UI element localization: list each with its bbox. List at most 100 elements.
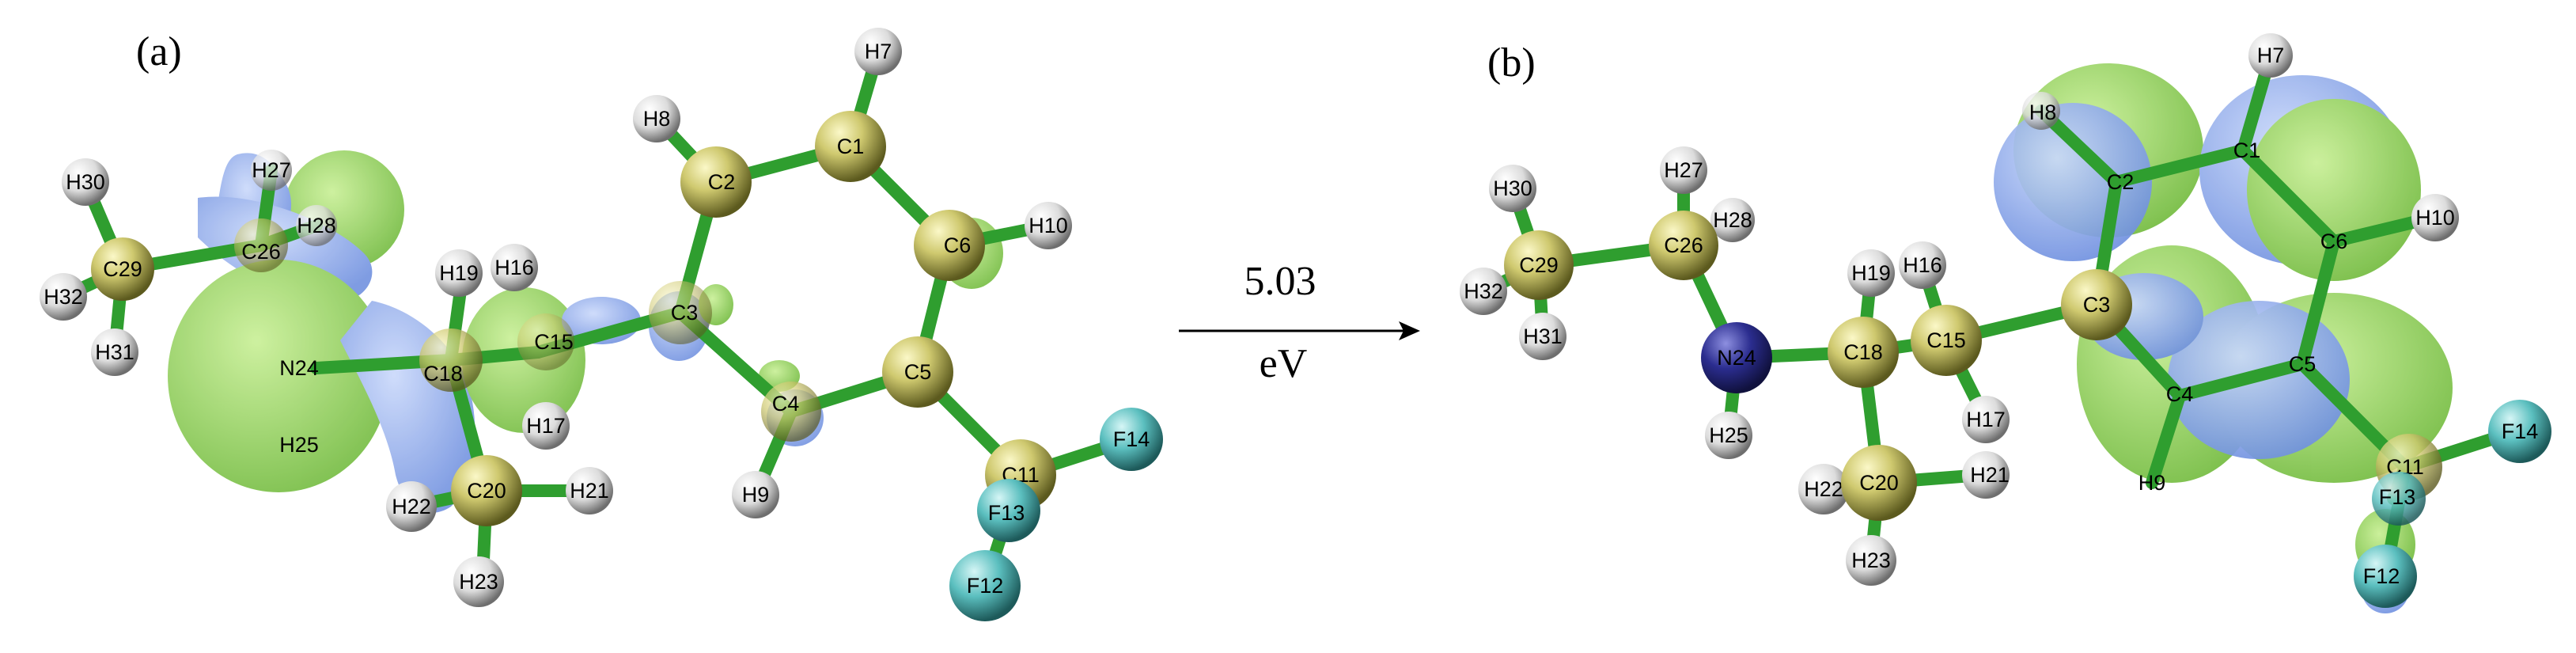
atom-label: H27: [252, 158, 291, 182]
atom-label: F14: [1113, 427, 1150, 451]
atom-hydrogen: [491, 244, 538, 291]
atom-hydrogen: [1489, 165, 1536, 212]
atom-hydrogen: [251, 150, 292, 191]
atom-carbon: [91, 237, 154, 301]
atom-label: C1: [837, 135, 865, 158]
atom-hydrogen: [1899, 241, 1946, 289]
atom-label: F14: [2502, 420, 2539, 443]
atom-hydrogen: [1710, 198, 1755, 242]
atom-hydrogen: [732, 471, 779, 518]
atom-label: F13: [2379, 485, 2416, 509]
atom-carbon: [649, 281, 712, 344]
atom-label: C6: [944, 233, 972, 257]
atom-label: C18: [1843, 340, 1883, 364]
atom-label: C4: [2166, 382, 2194, 406]
atom-carbon: [1828, 317, 1899, 388]
atom-hydrogen: [296, 205, 337, 246]
atom-fluorine: [977, 479, 1040, 542]
atom-hydrogen: [1460, 268, 1507, 315]
atom-label: F12: [967, 574, 1004, 598]
atom-label: H23: [459, 570, 498, 594]
atom-hydrogen: [386, 481, 437, 532]
atom-carbon: [2061, 269, 2132, 340]
atom-hydrogen: [633, 95, 680, 142]
atom-label: C26: [1664, 233, 1703, 257]
atom-hydrogen: [1962, 396, 2010, 443]
atom-label: H25: [279, 433, 319, 457]
atom-label: H16: [494, 256, 534, 279]
atom-label: H27: [1664, 158, 1703, 182]
atom-label: C15: [1926, 328, 1966, 352]
atom-label: C5: [2289, 352, 2317, 376]
atom-carbon: [1911, 305, 1982, 376]
atom-label: H28: [297, 214, 336, 237]
atom-label: C18: [423, 362, 463, 385]
atom-label: H7: [865, 40, 892, 63]
atom-label: C2: [2107, 170, 2135, 194]
atom-hydrogen: [1660, 146, 1707, 194]
atom-label: C20: [467, 479, 506, 503]
atom-fluorine: [1100, 408, 1163, 471]
atom-fluorine: [2354, 545, 2417, 608]
atom-label: H8: [2029, 101, 2057, 124]
atom-label: C1: [2233, 139, 2261, 162]
atom-label: C15: [534, 330, 574, 354]
atom-label: F13: [988, 501, 1025, 525]
atom-label: C2: [708, 170, 736, 194]
atom-carbon: [517, 313, 574, 370]
atom-label: H23: [1851, 549, 1891, 572]
atom-carbon: [419, 328, 483, 392]
atom-hydrogen: [522, 402, 570, 450]
atom-label: H21: [570, 479, 609, 503]
atom-label: H17: [1966, 408, 2006, 431]
atom-hydrogen: [566, 467, 613, 514]
panel-a: (a): [40, 28, 1163, 621]
atom-fluorine: [2372, 472, 2426, 526]
atom-label: H32: [1464, 279, 1503, 303]
atom-label: H9: [742, 483, 770, 507]
atom-carbon: [914, 210, 985, 281]
atom-label: N24: [1717, 346, 1756, 370]
atom-hydrogen: [1519, 313, 1566, 360]
lobe-green: [168, 260, 389, 492]
atom-label: C29: [1519, 253, 1559, 277]
atom-label: H25: [1709, 423, 1748, 447]
atom-label: H19: [439, 261, 479, 285]
atom-label: C3: [671, 301, 699, 325]
atom-label: H22: [1804, 477, 1843, 501]
atom-label: H31: [1523, 325, 1563, 348]
atom-label: H21: [1970, 463, 2010, 487]
atom-nitrogen: [1701, 322, 1772, 393]
atom-hydrogen: [854, 28, 902, 75]
atom-label: H7: [2257, 44, 2285, 67]
atom-hydrogen: [2248, 33, 2293, 78]
atom-carbon: [815, 111, 886, 182]
atom-label: H8: [643, 107, 671, 131]
arrow-head: [1399, 321, 1420, 340]
atom-hydrogen: [40, 273, 87, 321]
atom-label: H16: [1903, 253, 1942, 277]
atom-label: F12: [2363, 564, 2400, 588]
atom-hydrogen: [1846, 535, 1896, 586]
atom-label: C29: [103, 257, 142, 281]
panel-b: (b): [1460, 33, 2551, 613]
atom-label: C5: [904, 360, 932, 384]
atom-carbon: [451, 455, 522, 526]
atom-hydrogen: [2411, 194, 2459, 241]
atom-fluorine: [949, 550, 1021, 621]
atom-hydrogen: [435, 249, 483, 297]
atom-carbon: [234, 218, 288, 272]
atom-hydrogen: [2022, 92, 2060, 130]
atom-label: N24: [279, 356, 319, 380]
transition-unit: eV: [1260, 341, 1308, 386]
atom-label: C20: [1859, 471, 1899, 495]
atom-label: H19: [1851, 261, 1891, 285]
atom-carbon: [680, 146, 752, 218]
atom-label: H9: [2138, 471, 2166, 495]
atom-carbon: [1504, 230, 1574, 300]
atom-label: H30: [66, 170, 105, 194]
atom-label: C4: [772, 392, 800, 416]
atom-label: H28: [1713, 208, 1752, 232]
atom-carbon: [1649, 211, 1718, 280]
